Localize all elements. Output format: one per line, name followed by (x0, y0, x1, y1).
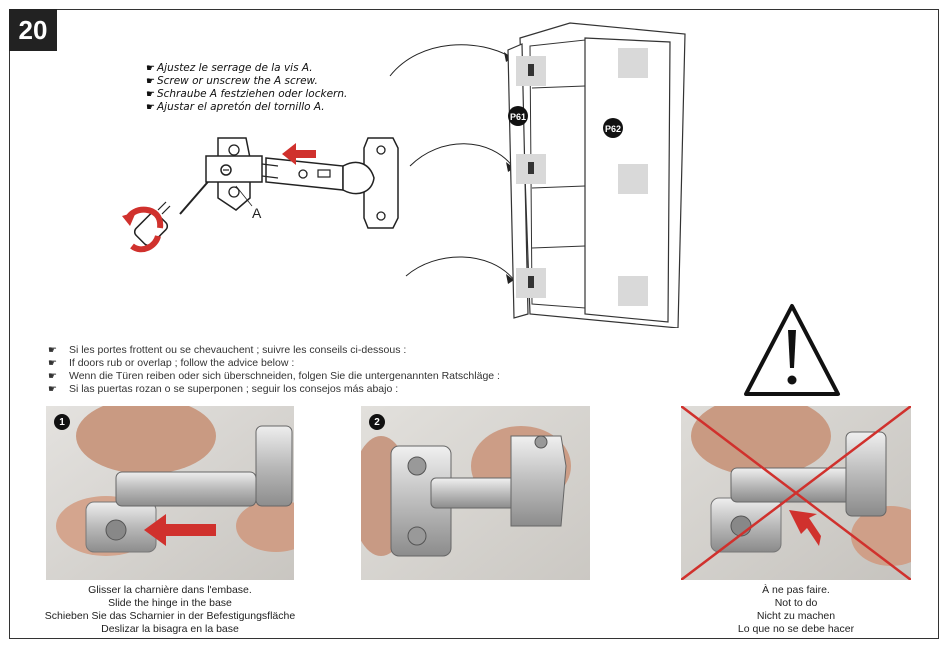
pointing-hand-icon: ☛ (48, 384, 57, 395)
advice-line: ☛Wenn die Türen reiben oder sich übersch… (48, 370, 500, 382)
door-label-right: P62 (605, 124, 621, 134)
pointing-hand-icon: ☛ (48, 345, 57, 356)
photo-3-caption: À ne pas faire. Not to do Nicht zu mache… (737, 584, 855, 635)
advice-list: ☛Si les portes frottent ou se chevauchen… (48, 344, 500, 396)
instruction-line: ☛Schraube A festziehen oder lockern. (146, 88, 348, 100)
hinge-arm (261, 157, 344, 191)
pointing-hand-icon: ☛ (48, 371, 57, 382)
photo-2: 2 (361, 406, 590, 580)
photo-number: 1 (54, 414, 70, 430)
rotate-arrow-icon (122, 206, 164, 253)
door-label-left: P61 (510, 112, 526, 122)
pointing-hand-icon: ☛ (146, 63, 155, 74)
pointing-hand-icon: ☛ (146, 76, 155, 87)
advice-line: ☛Si les portes frottent ou se chevauchen… (48, 344, 407, 356)
advice-line: ☛Si las puertas rozan o se superponen ; … (48, 383, 399, 395)
advice-line: ☛If doors rub or overlap ; follow the ad… (48, 357, 295, 369)
pointing-hand-icon: ☛ (48, 358, 57, 369)
photo-3-do-not (681, 406, 911, 580)
pointing-hand-icon: ☛ (146, 89, 155, 100)
instruction-line: ☛Ajustez le serrage de la vis A. (146, 62, 313, 74)
adjust-instructions: ☛Ajustez le serrage de la vis A. ☛Screw … (146, 62, 347, 114)
wardrobe-illustration: P61 P62 (389, 22, 686, 328)
warning-triangle-icon (744, 304, 840, 396)
page-frame (9, 9, 939, 639)
screw-label: A (252, 205, 262, 221)
hinge-screwdriver-illustration: A (122, 137, 399, 253)
photo-number: 2 (369, 414, 385, 430)
photo-1-caption: Glisser la charnière dans l'embase. Slid… (44, 584, 296, 635)
step-number-badge: 20 (9, 9, 57, 51)
hinge-cup (342, 137, 399, 229)
instruction-line: ☛Screw or unscrew the A screw. (146, 75, 318, 87)
mounting-plate (205, 137, 263, 211)
photo-1: 1 (46, 406, 294, 580)
direction-arrow (282, 143, 316, 165)
instruction-line: ☛Ajustar el apretón del tornillo A. (146, 101, 325, 113)
pointing-hand-icon: ☛ (146, 102, 155, 113)
